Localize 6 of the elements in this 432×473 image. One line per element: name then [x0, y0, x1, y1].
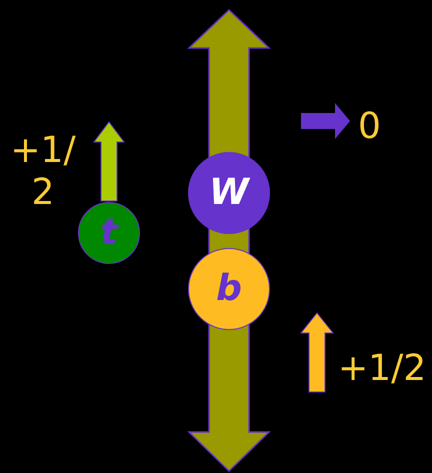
particle-label: b — [216, 271, 242, 307]
particle-label: W — [209, 175, 249, 211]
spin-value: +1/2 — [9, 130, 77, 214]
spin-value: +1/2 — [338, 348, 426, 390]
spin-value: 0 — [358, 106, 381, 148]
particle-label: t — [100, 215, 118, 251]
